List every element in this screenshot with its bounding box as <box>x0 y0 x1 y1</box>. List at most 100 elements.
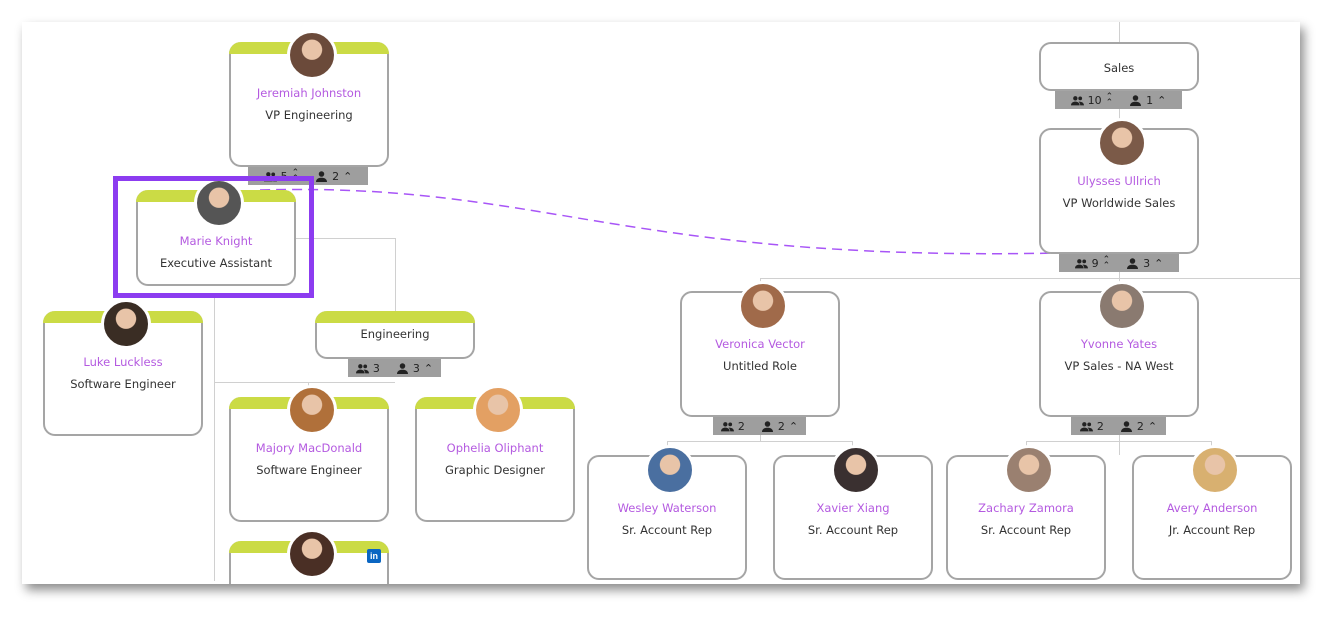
person-name[interactable]: Ulysses Ullrich <box>1077 174 1161 188</box>
avatar <box>473 385 523 435</box>
person-name[interactable]: Jeremiah Johnston <box>256 86 362 100</box>
badge-sales[interactable]: 10⌃⌃ 1⌃ <box>1055 91 1182 109</box>
person-name[interactable]: Majory MacDonald <box>255 441 363 455</box>
connector-line <box>214 295 215 581</box>
direct-count: 1 <box>1146 93 1154 107</box>
collapse-icon[interactable]: ⌃ <box>1154 256 1164 270</box>
collapse-icon[interactable]: ⌃ <box>1147 419 1158 433</box>
avatar <box>287 529 337 579</box>
person-icon <box>316 170 328 182</box>
team-icon <box>1079 421 1093 431</box>
avatar <box>287 30 337 80</box>
connector-line <box>667 441 853 442</box>
collapse-icon[interactable]: ⌃ <box>1157 93 1167 107</box>
person-name[interactable]: Marie Knight <box>179 234 253 248</box>
avatar <box>1004 445 1054 495</box>
team-icon <box>1070 95 1084 105</box>
person-icon <box>1130 94 1142 106</box>
card-accent-bar <box>315 311 475 323</box>
org-card-sales[interactable]: Sales <box>1039 42 1199 91</box>
collapse-icon[interactable]: ⌃ <box>423 361 434 375</box>
collapse-all-icon[interactable]: ⌃⌃ <box>1105 92 1114 108</box>
team-icon <box>1074 258 1088 268</box>
person-name[interactable]: Ophelia Oliphant <box>446 441 544 455</box>
role-title: Jr. Account Rep <box>1168 523 1256 537</box>
collapse-icon[interactable]: ⌃ <box>343 169 353 183</box>
avatar <box>287 385 337 435</box>
person-icon <box>396 362 408 374</box>
person-name[interactable]: Wesley Waterson <box>617 501 717 515</box>
person-name[interactable]: Yvonne Yates <box>1080 337 1158 351</box>
org-card-yvonne[interactable]: Yvonne Yates VP Sales - NA West <box>1039 281 1199 417</box>
role-title: Software Engineer <box>70 377 176 391</box>
connector-line <box>760 278 1300 279</box>
connector-line <box>214 382 395 383</box>
team-count: 9 <box>1091 256 1099 270</box>
avatar <box>738 281 788 331</box>
org-card-ulysses[interactable]: Ulysses Ullrich VP Worldwide Sales <box>1039 118 1199 254</box>
person-name[interactable]: Avery Anderson <box>1166 501 1258 515</box>
role-title: Software Engineer <box>256 463 362 477</box>
person-icon <box>761 420 773 432</box>
connector-line <box>1119 22 1120 42</box>
avatar <box>1097 281 1147 331</box>
person-name[interactable]: Luke Luckless <box>83 355 163 369</box>
team-count: 10 <box>1087 93 1102 107</box>
role-title: Sales <box>1103 60 1135 75</box>
org-card-engineering[interactable]: Engineering <box>315 311 475 359</box>
person-name[interactable]: Xavier Xiang <box>816 501 890 515</box>
person-name[interactable]: Veronica Vector <box>715 337 805 351</box>
org-card-partial[interactable]: in <box>229 529 389 584</box>
role-title: Sr. Account Rep <box>621 523 713 537</box>
avatar <box>1097 118 1147 168</box>
role-title: Engineering <box>360 327 430 341</box>
assistant-link <box>259 188 1060 255</box>
avatar <box>194 178 244 228</box>
direct-count: 3 <box>1143 256 1151 270</box>
avatar <box>831 445 881 495</box>
collapse-all-icon[interactable]: ⌃⌃ <box>1102 255 1111 271</box>
team-icon <box>355 363 369 373</box>
role-title: VP Engineering <box>265 108 353 122</box>
avatar <box>1190 445 1240 495</box>
direct-count: 3 <box>412 361 420 375</box>
team-count: 3 <box>372 361 380 375</box>
role-title: Untitled Role <box>723 359 797 373</box>
team-count: 2 <box>737 419 745 433</box>
role-title: Sr. Account Rep <box>807 523 899 537</box>
person-icon <box>1127 257 1139 269</box>
org-card-jeremiah[interactable]: Jeremiah Johnston VP Engineering <box>229 30 389 167</box>
connector-line <box>395 238 396 311</box>
avatar <box>645 445 695 495</box>
role-title: VP Sales - NA West <box>1064 359 1174 373</box>
collapse-icon[interactable]: ⌃ <box>788 419 799 433</box>
connector-line <box>1119 435 1120 455</box>
person-icon <box>1120 420 1132 432</box>
direct-count: 2 <box>777 419 785 433</box>
role-title: VP Worldwide Sales <box>1062 196 1176 210</box>
direct-count: 2 <box>332 169 340 183</box>
badge-ulysses[interactable]: 9⌃⌃ 3⌃ <box>1059 254 1179 272</box>
role-title: Graphic Designer <box>445 463 545 477</box>
selection-highlight <box>113 176 314 298</box>
person-name[interactable]: Zachary Zamora <box>978 501 1074 515</box>
connector-line <box>760 435 761 441</box>
linkedin-icon[interactable]: in <box>367 549 381 563</box>
avatar <box>101 299 151 349</box>
team-icon <box>720 421 734 431</box>
connector-line <box>296 238 396 239</box>
team-count: 2 <box>1096 419 1104 433</box>
